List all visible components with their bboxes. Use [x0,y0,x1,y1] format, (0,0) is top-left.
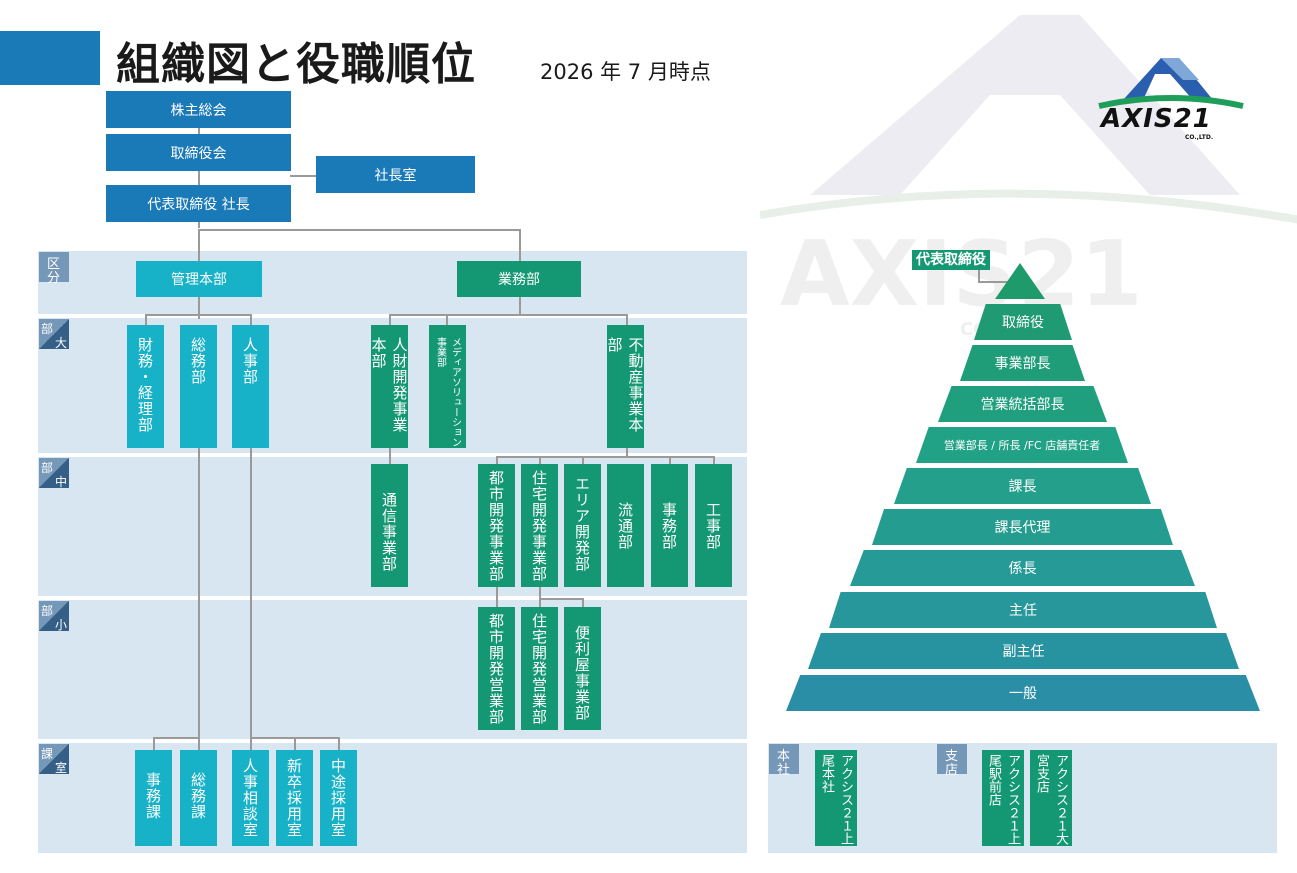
pyramid-level-8: 主任 [829,592,1217,628]
board-box: 取締役会 [106,134,291,171]
tag-large: 部 大 [39,319,69,350]
company-logo: AXIS21 CO.,LTD. [1095,50,1247,142]
pyramid-level-6: 課長代理 [872,509,1173,545]
pyramid-level-3: 営業統括部長 [938,386,1107,422]
tag-section: 課 室 [39,744,69,775]
construction-dept-box: 工事部 [695,464,732,587]
svg-text:AXIS21: AXIS21 [780,222,1143,327]
ageo-station-office-box: アクシス２１上尾駅前店 [982,750,1024,846]
pyramid-level-2: 事業部長 [960,345,1085,381]
mid-recruit-box: 中途採用室 [320,750,357,846]
tag-middle: 部 中 [39,458,69,489]
real-estate-box: 不動産事業本部 [606,325,645,448]
pyramid-top-label: 代表取締役 [912,250,990,270]
pyramid-level-1: 取締役 [974,304,1072,340]
band-small [38,600,747,739]
logo-mark-icon [1098,58,1244,109]
page-subtitle: 2026 年 7 月時点 [540,60,711,84]
grad-recruit-box: 新卒採用室 [276,750,313,846]
pyramid-level-10: 一般 [786,675,1260,711]
page-title: 組織図と役職順位 [116,39,476,90]
pyramid-level-7: 係長 [850,550,1195,586]
finance-dept-box: 財務・経理部 [127,325,164,448]
pyramid-level-4: 営業部長 / 所長 /FC 店舗責任者 [916,427,1128,463]
omiya-office-box: アクシス２１大宮支店 [1030,750,1072,846]
admin-division-box: 管理本部 [136,261,262,297]
office-section-box: 事務課 [135,750,172,846]
general-section-box: 総務課 [180,750,217,846]
tag-shiten: 支 店 [937,744,967,778]
handyman-dept-box: 便利屋事業部 [564,607,601,730]
media-solution-box: メディアソリューション事業部 [429,325,466,448]
honsha-office-box: アクシス２１上尾本社 [815,750,857,846]
title-accent-bar [0,31,100,85]
housing-sales-dept-box: 住宅開発営業部 [521,607,558,730]
hr-development-box: 人財開発事業本部 [370,325,409,448]
office-dept-box: 事務部 [651,464,688,587]
urban-dev-dept-box: 都市開発事業部 [478,464,515,587]
shareholders-box: 株主総会 [106,91,291,128]
tag-small: 部 小 [39,601,69,632]
pyramid-level-9: 副主任 [808,633,1239,669]
housing-dev-dept-box: 住宅開発事業部 [521,464,558,587]
business-division-box: 業務部 [457,261,581,297]
logo-text: AXIS21 [1101,104,1212,134]
urban-sales-dept-box: 都市開発営業部 [478,607,515,730]
area-dev-dept-box: エリア開発部 [564,464,601,587]
pyramid-apex [995,263,1045,299]
general-affairs-dept-box: 総務部 [180,325,217,448]
tag-division: 区 分 [39,252,69,286]
hr-consult-box: 人事相談室 [232,750,269,846]
tag-honsha: 本 社 [769,744,799,778]
logo-subtext: CO.,LTD. [1185,134,1214,141]
president-office-box: 社長室 [316,156,475,193]
logistics-dept-box: 流通部 [607,464,644,587]
hr-dept-box: 人事部 [232,325,269,448]
ceo-box: 代表取締役 社長 [106,185,291,222]
pyramid-level-5: 課長 [894,468,1151,504]
telecom-dept-box: 通信事業部 [371,464,408,587]
